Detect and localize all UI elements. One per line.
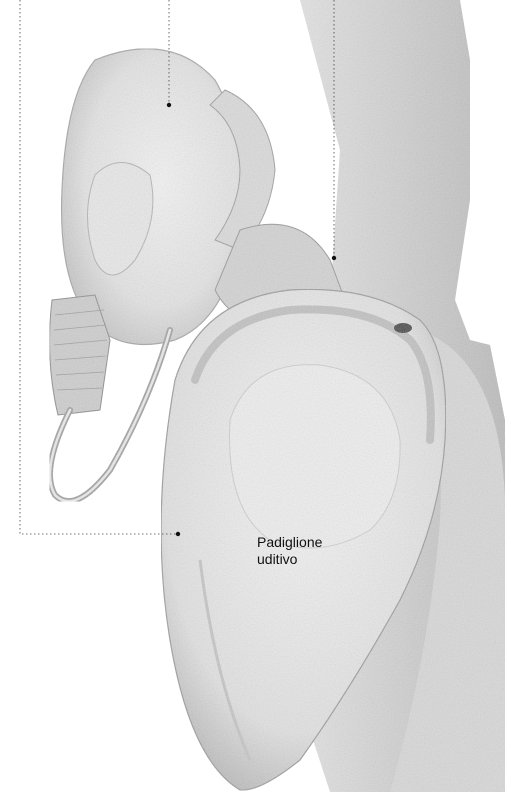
ribbed-tube [50,295,110,415]
leader-dot-earmold [167,103,171,107]
leader-dot-tube [176,532,180,536]
callout-label-line-1: Padiglione [257,534,377,551]
leader-dot-device [332,256,336,260]
concha [230,365,401,548]
callout-label-line-2: uditivo [257,551,377,568]
callout-label-auricle: Padiglione uditivo [257,534,377,568]
device-shadow [394,323,412,333]
